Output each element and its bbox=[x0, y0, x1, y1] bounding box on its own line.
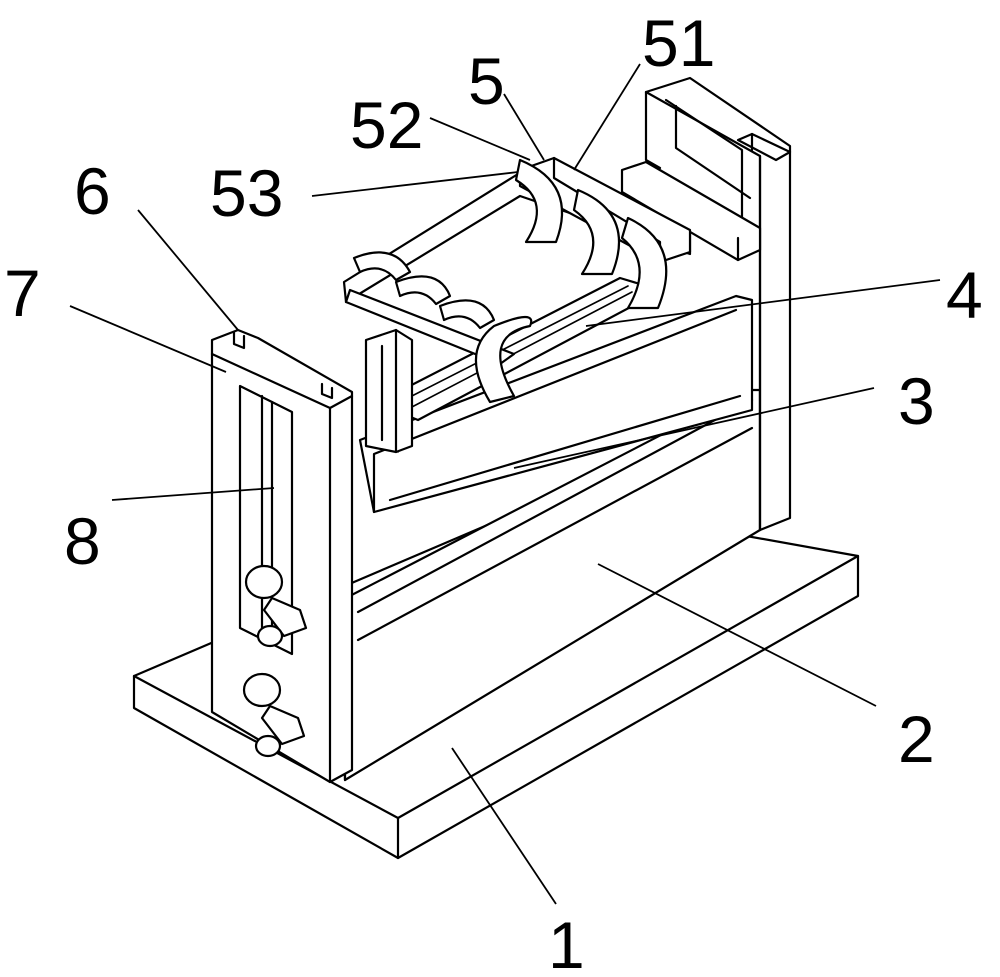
label-52: 52 bbox=[350, 88, 423, 162]
label-51: 51 bbox=[642, 6, 715, 80]
label-4: 4 bbox=[946, 258, 983, 332]
reference-numerals: 1 2 3 4 5 51 52 53 6 7 8 bbox=[4, 6, 983, 977]
label-7: 7 bbox=[4, 256, 41, 330]
label-6: 6 bbox=[74, 154, 111, 228]
trough bbox=[358, 294, 754, 514]
label-8: 8 bbox=[64, 504, 101, 578]
leader-lines bbox=[69, 63, 941, 905]
label-53: 53 bbox=[210, 156, 283, 230]
label-5: 5 bbox=[468, 44, 505, 118]
label-3: 3 bbox=[898, 364, 935, 438]
left-bracket bbox=[364, 328, 414, 454]
arc-clamps bbox=[352, 158, 668, 404]
crank-handles bbox=[242, 564, 308, 758]
label-2: 2 bbox=[898, 702, 935, 776]
label-1: 1 bbox=[548, 908, 585, 977]
